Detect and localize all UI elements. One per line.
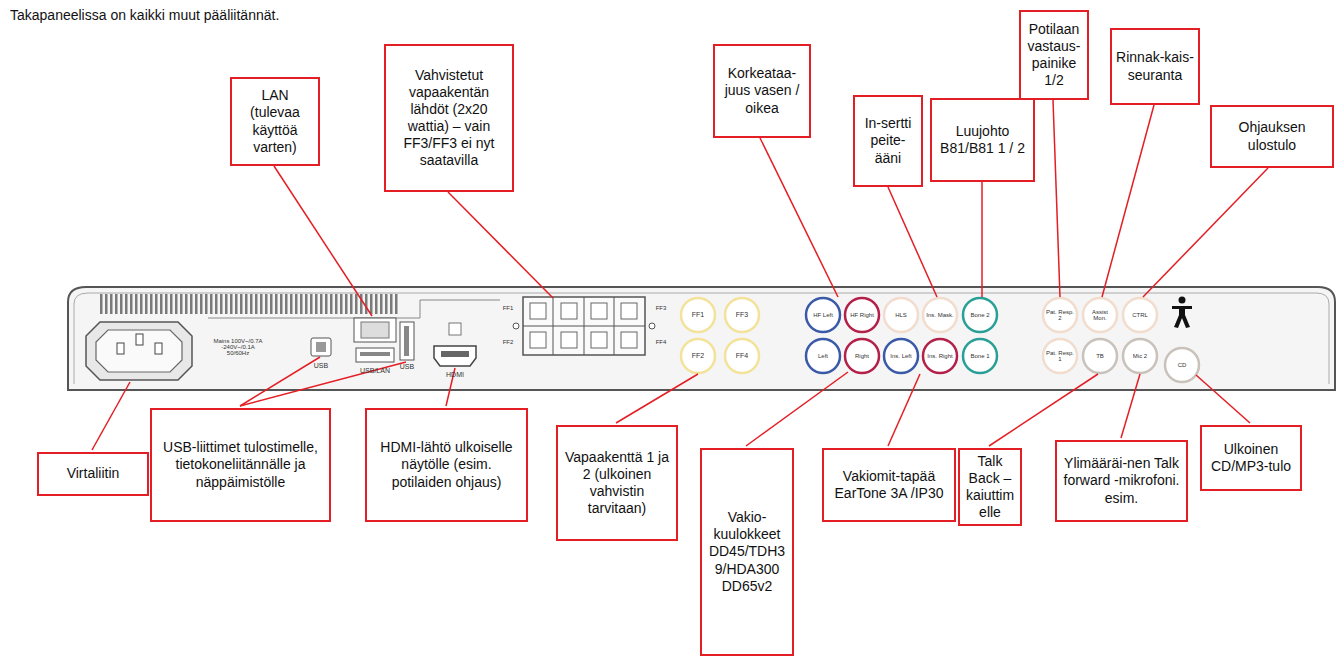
callout-text: Vakio-kuulokkeet DD45/TDH39/HDA300 DD65v… [705,509,789,594]
callout-box: Vahvistetut vapaakentän lähdöt (2x20 wat… [384,44,514,192]
callout-text: Potilaan vastaus-painike 1/2 [1024,21,1084,89]
panel-label: Assist Mon. [1086,309,1114,322]
panel-label: Ins. Left [887,353,915,359]
callout-text: Luujohto B81/B81 1 / 2 [935,123,1030,157]
panel-label: CD [1168,362,1196,368]
callout-box: Ohjauksen ulostulo [1210,105,1334,168]
panel-label: FF1 [499,305,517,311]
callout-box: HDMI-lähtö ulkoiselle näytölle (esim. po… [365,408,528,522]
panel-label: FF2 [684,352,712,359]
callout-box: Potilaan vastaus-painike 1/2 [1019,10,1089,100]
callout-box: USB-liittimet tulostimelle, tietokonelii… [150,408,331,522]
callout-box: Luujohto B81/B81 1 / 2 [930,98,1035,182]
callout-box: Ulkoinen CD/MP3-tulo [1200,425,1302,491]
panel-label: Pat. Resp. 1 [1046,350,1074,363]
callout-text: LAN (tulevaa käyttöä varten) [235,87,315,155]
callout-text: Vapaakenttä 1 ja 2 (ulkoinen vahvistin t… [561,449,673,517]
callout-box: Talk Back – kaiuttimelle [958,448,1022,526]
panel-label: Mic 2 [1126,353,1154,359]
callout-box: In-sertti peite-ääni [853,95,923,187]
callout-text: Ohjauksen ulostulo [1215,119,1329,153]
callout-text: Korkeataa-juus vasen / oikea [718,65,806,116]
panel-label: Ins. Mask. [926,312,954,318]
panel-label: USB/LAN [355,367,395,374]
intro-text: Takapaneelissa on kaikki muut pääliitänn… [10,8,510,23]
panel-label: USB [306,362,336,369]
callout-box: LAN (tulevaa käyttöä varten) [230,77,320,166]
panel-label: Left [809,353,837,359]
callout-text: Vakiomit-tapää EarTone 3A /IP30 [827,468,951,502]
panel-label: FF1 [684,311,712,318]
panel-label: Mains 100V~/0.7A -240V~/0.1A 50/60Hz [213,338,263,357]
callout-text: HDMI-lähtö ulkoiselle näytölle (esim. po… [370,439,523,490]
panel-label: HF Left [809,312,837,318]
callout-text: USB-liittimet tulostimelle, tietokonelii… [155,439,326,490]
panel-label: Bone 1 [966,353,994,359]
panel-label: FF3 [652,305,670,311]
panel-label: HLS [887,312,915,318]
callout-box: Korkeataa-juus vasen / oikea [713,44,811,138]
callout-text: Vahvistetut vapaakentän lähdöt (2x20 wat… [389,67,509,169]
callout-text: Rinnak-kais-seuranta [1115,49,1195,83]
panel-label: FF4 [652,339,670,345]
panel-label: TB [1086,353,1114,359]
panel-label: Bone 2 [966,312,994,318]
panel-label: Ins. Right [926,353,954,359]
callout-box: Virtaliitin [37,452,149,496]
panel-label: CTRL [1126,312,1154,318]
panel-label: HDMI [438,371,472,378]
callout-text: Talk Back – kaiuttimelle [963,453,1017,521]
panel-label: USB [396,363,418,370]
callout-box: Vakio-kuulokkeet DD45/TDH39/HDA300 DD65v… [700,448,794,656]
callout-box: Vakiomit-tapää EarTone 3A /IP30 [822,448,956,522]
callout-box: Ylimääräi-nen Talk forward -mikrofoni. e… [1055,440,1188,522]
callout-text: In-sertti peite-ääni [858,115,918,166]
callout-text: Ylimääräi-nen Talk forward -mikrofoni. e… [1060,455,1183,506]
callout-text: Virtaliitin [67,465,120,482]
panel-label: FF3 [728,311,756,318]
panel-label: HF Right [848,312,876,318]
panel-label: Pat. Resp. 2 [1046,309,1074,322]
callout-box: Vapaakenttä 1 ja 2 (ulkoinen vahvistin t… [556,425,678,541]
panel-label: Right [848,353,876,359]
callout-text: Ulkoinen CD/MP3-tulo [1205,441,1297,475]
callout-box: Rinnak-kais-seuranta [1110,28,1200,105]
panel-label: FF2 [499,339,517,345]
panel-label: FF4 [728,352,756,359]
